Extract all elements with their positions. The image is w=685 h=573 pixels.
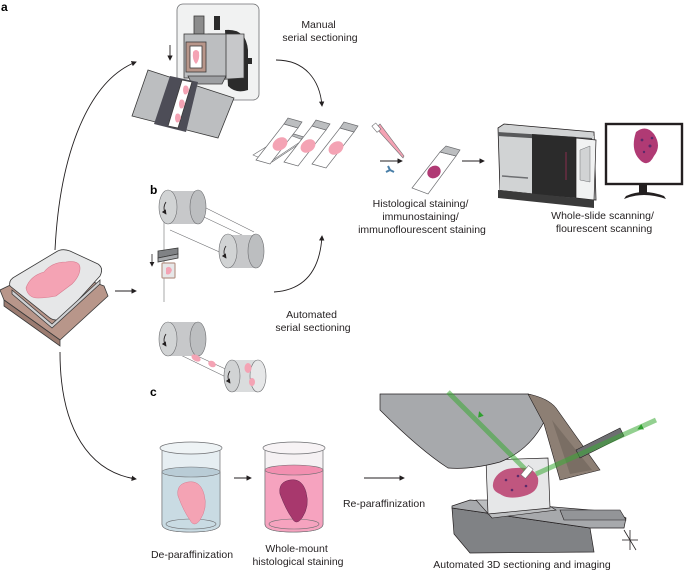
unstained-slides	[252, 117, 359, 169]
beaker-staining	[262, 441, 326, 533]
label-automated-sectioning: Automated serial sectioning	[275, 309, 350, 334]
automated-3d-imager	[379, 390, 658, 554]
antibody-icon	[385, 165, 395, 173]
microtome	[131, 3, 260, 139]
arrow-automated-to-slides	[273, 235, 325, 293]
pipette-icon	[371, 122, 405, 159]
label-automated-3d: Automated 3D sectioning and imaging	[433, 559, 611, 571]
monitor	[604, 122, 684, 199]
stained-slide	[411, 145, 461, 195]
arrow-manual-to-slides	[275, 59, 325, 107]
label-wholemount: Whole-mount histological staining	[252, 543, 343, 568]
arrow-to-manual	[54, 61, 137, 251]
label-reparaffinization: Re-paraffinization	[343, 498, 425, 510]
panel-label-c: c	[150, 385, 157, 399]
xyz-axes-icon	[622, 529, 638, 551]
label-scanning: Whole-slide scanning/ flourescent scanni…	[551, 210, 657, 235]
label-manual-sectioning: Manual serial sectioning	[282, 19, 357, 44]
tape-conveyor	[149, 189, 267, 393]
panel-label-b: b	[150, 183, 157, 197]
slide-scanner	[497, 123, 597, 208]
label-staining: Histological staining/ immunostaining/ i…	[358, 198, 486, 236]
label-deparaffinization: De-paraffinization	[151, 549, 233, 561]
arrow-to-wholemount	[59, 351, 137, 481]
panel-label-a: a	[1, 0, 8, 14]
paraffin-block	[0, 249, 109, 347]
beaker-deparaffinization	[159, 441, 223, 533]
